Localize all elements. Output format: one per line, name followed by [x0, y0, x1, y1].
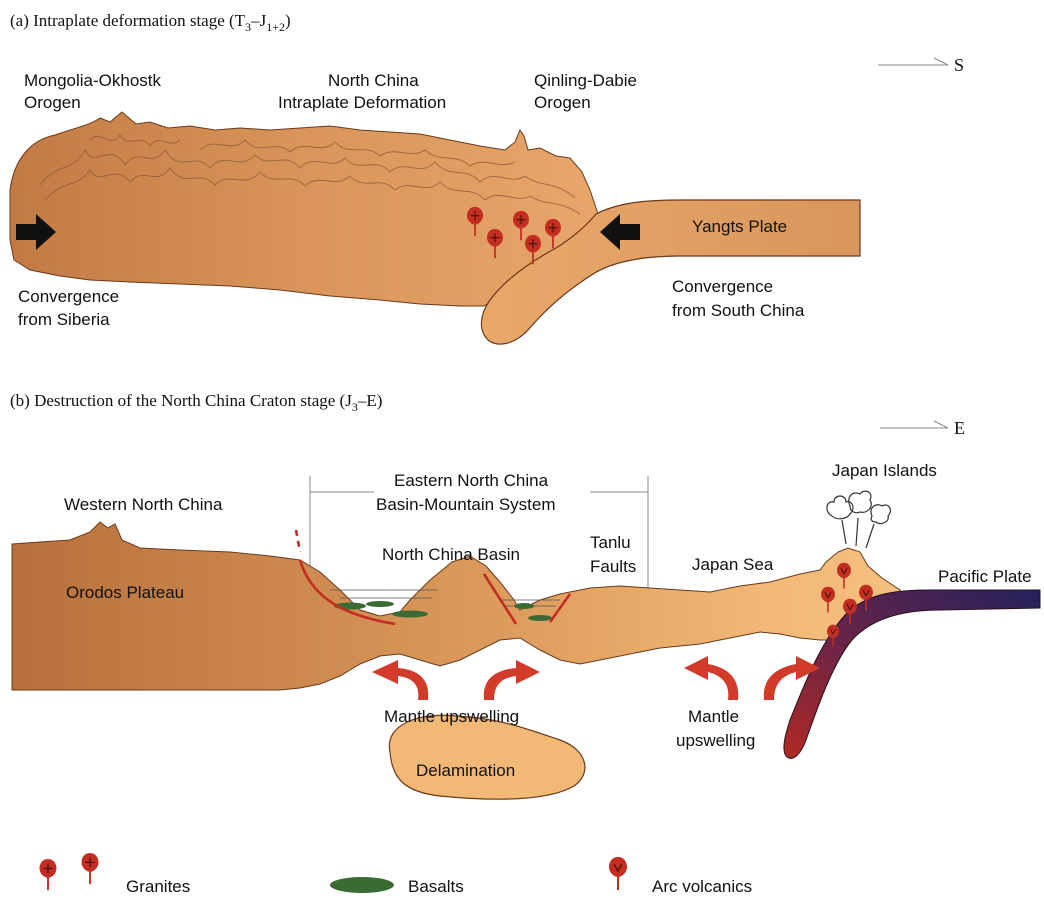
basalt-mark [366, 601, 394, 607]
granite-legend-icon-2 [82, 853, 99, 884]
label-ordos-plateau: Orodos Plateau [66, 583, 184, 602]
direction-label-s: S [954, 55, 964, 75]
label-delamination: Delamination [416, 761, 515, 780]
label-eastern-north-china: Eastern North China [394, 471, 549, 490]
volcanic-plume [827, 491, 891, 548]
label-mantle-2: Mantle [688, 707, 739, 726]
label-pacific-plate: Pacific Plate [938, 567, 1032, 586]
granite-legend-icon [40, 859, 57, 890]
label-north-china: North China [328, 71, 419, 90]
label-upswelling-2: upswelling [676, 731, 755, 750]
label-japan-sea: Japan Sea [692, 555, 774, 574]
label-convergence-south-china-2: from South China [672, 301, 805, 320]
arc-volcanic-legend-icon [609, 857, 627, 890]
delamination-block [389, 715, 585, 799]
label-qinling-dabie: Qinling-Dabie [534, 71, 637, 90]
label-mongolia-orogen: Orogen [24, 93, 81, 112]
legend: Granites Basalts Arc volcanics [40, 853, 753, 896]
label-faults: Faults [590, 557, 636, 576]
label-intraplate-deformation: Intraplate Deformation [278, 93, 446, 112]
direction-arrow-e: E [880, 418, 965, 438]
label-mongolia-okhostk: Mongolia-Okhostk [24, 71, 162, 90]
label-north-china-basin: North China Basin [382, 545, 520, 564]
mantle-arrow-left-2 [684, 656, 738, 700]
legend-arc-volcanics: Arc volcanics [652, 877, 752, 896]
panel-b-caption: (b) Destruction of the North China Crato… [10, 391, 382, 414]
label-basin-mountain-system: Basin-Mountain System [376, 495, 556, 514]
legend-granites: Granites [126, 877, 190, 896]
fault-west-dashed [296, 530, 300, 552]
label-qinling-orogen: Orogen [534, 93, 591, 112]
label-convergence-siberia-2: from Siberia [18, 310, 110, 329]
label-yangts-plate: Yangts Plate [692, 217, 787, 236]
mantle-arrow-left-1 [372, 660, 428, 700]
basalt-mark [514, 603, 534, 609]
north-china-crust-a [10, 112, 598, 306]
direction-label-e: E [954, 418, 965, 438]
basalt-mark [528, 615, 552, 621]
label-japan-islands: Japan Islands [832, 461, 937, 480]
label-tanlu: Tanlu [590, 533, 631, 552]
direction-arrow-s: S [878, 55, 964, 75]
legend-basalts: Basalts [408, 877, 464, 896]
label-western-north-china: Western North China [64, 495, 223, 514]
label-mantle-upswelling-1: Mantle upswelling [384, 707, 519, 726]
label-convergence-siberia-1: Convergence [18, 287, 119, 306]
basalt-mark [392, 611, 428, 618]
label-convergence-south-china-1: Convergence [672, 277, 773, 296]
mantle-arrow-right-1 [484, 660, 540, 700]
panel-b: (b) Destruction of the North China Crato… [10, 391, 1040, 799]
basalt-legend-icon [330, 877, 394, 893]
panel-a-caption: (a) Intraplate deformation stage (T3–J1+… [10, 11, 291, 34]
panel-a: (a) Intraplate deformation stage (T3–J1+… [10, 11, 964, 344]
